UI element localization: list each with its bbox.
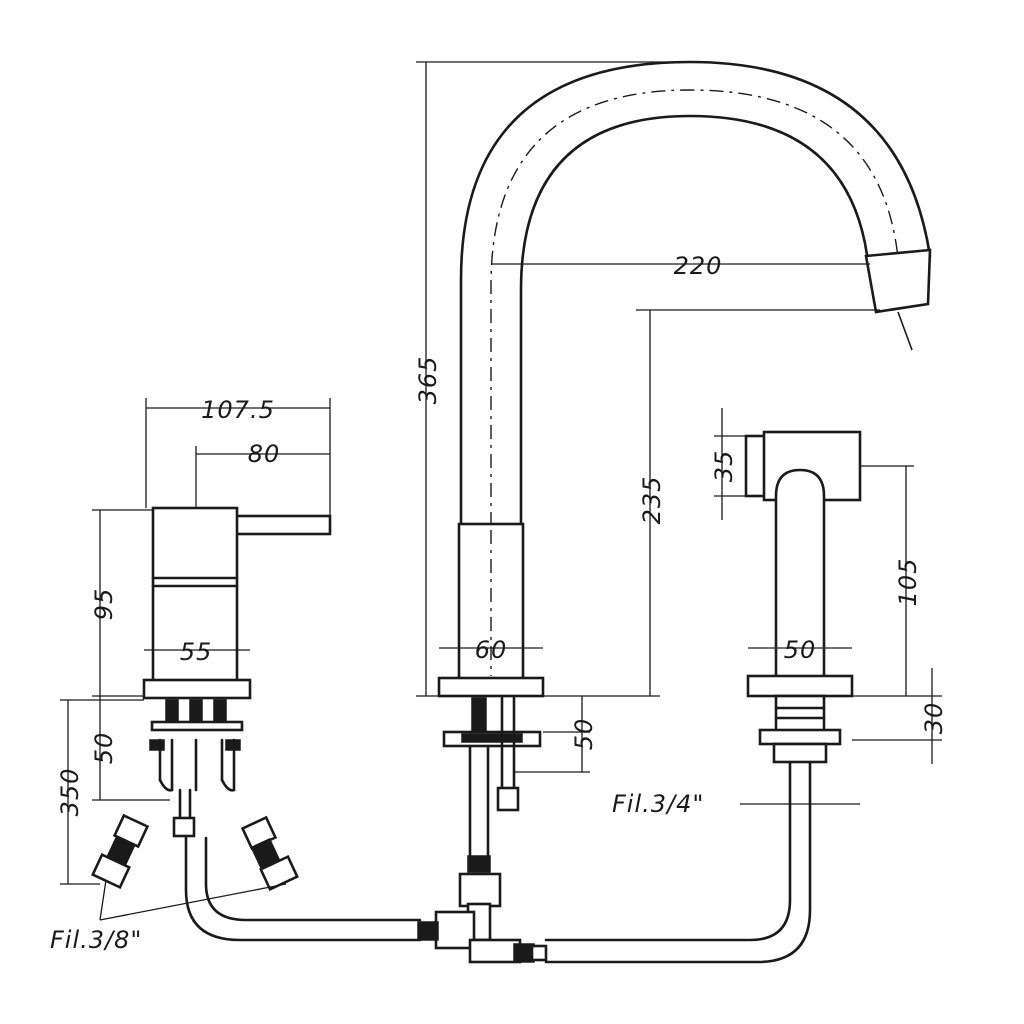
dim-lever-arm-width: 80 <box>248 440 281 468</box>
tee-fitting <box>417 872 548 964</box>
dim-hose-drop: 350 <box>56 768 84 817</box>
inlet-connector-left <box>91 813 150 890</box>
mixer-lever <box>232 514 332 536</box>
spout-nozzle <box>864 248 932 314</box>
dim-inlet-thread: Fil.3/8" <box>50 926 142 954</box>
dim-spout-outlet-height: 235 <box>638 476 666 525</box>
dim-spout-height: 365 <box>414 356 442 405</box>
dim-spray-base-height: 30 <box>920 702 948 735</box>
dim-spout-reach: 220 <box>674 252 723 280</box>
dim-lever-total-width: 107.5 <box>201 396 275 424</box>
dim-spray-head-diameter: 35 <box>710 450 738 483</box>
mixer-shanks <box>149 699 244 792</box>
mixer-valve <box>91 506 422 942</box>
spout-inner <box>519 114 870 528</box>
dimension-labels: 107.5 80 95 55 50 350 Fil.3/8" 365 220 2… <box>50 252 948 954</box>
hand-spray <box>544 430 862 964</box>
dim-spray-holder-height: 105 <box>894 558 922 607</box>
mixer-base <box>142 678 252 700</box>
dim-spray-base-width: 50 <box>784 636 817 664</box>
spout <box>417 60 932 964</box>
inlet-connector-right <box>240 815 299 892</box>
spout-base <box>437 676 545 698</box>
dim-spout-shank-length: 50 <box>570 718 598 751</box>
spray-base <box>746 674 854 698</box>
mixer-body <box>151 506 239 686</box>
dim-spout-base-width: 60 <box>475 636 508 664</box>
dim-outlet-thread: Fil.3/4" <box>612 790 704 818</box>
dim-mixer-base-width: 55 <box>180 638 213 666</box>
spray-holder <box>774 468 826 682</box>
dim-mixer-body-height: 95 <box>90 588 118 621</box>
mixer-hose <box>172 788 422 942</box>
dimension-lines <box>60 61 942 921</box>
dim-mixer-shank-length: 50 <box>90 732 118 765</box>
